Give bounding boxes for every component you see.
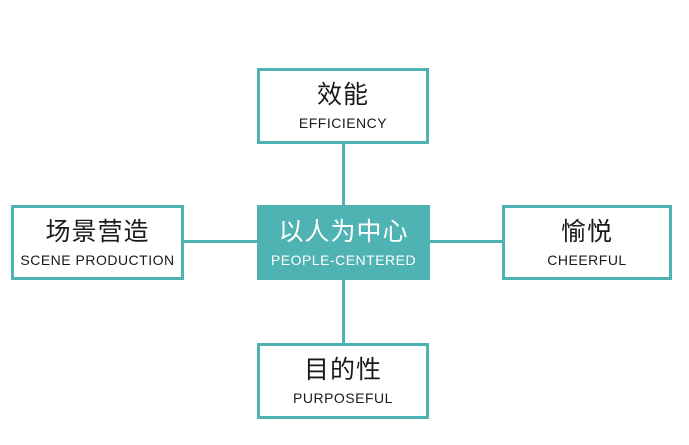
- node-purposeful: 目的性 PURPOSEFUL: [257, 343, 429, 419]
- node-purposeful-subtitle: PURPOSEFUL: [293, 390, 393, 406]
- node-cheerful-subtitle: CHEERFUL: [547, 251, 627, 268]
- node-purposeful-title: 目的性: [303, 355, 382, 384]
- node-cheerful-title: 愉悦: [560, 216, 613, 246]
- node-scene-production-title: 场景营造: [45, 216, 150, 246]
- node-people-centered-subtitle: PEOPLE-CENTERED: [270, 251, 417, 268]
- node-efficiency-subtitle: EFFICIENCY: [298, 115, 388, 131]
- node-efficiency-title: 效能: [316, 80, 369, 109]
- node-efficiency: 效能 EFFICIENCY: [257, 68, 429, 144]
- node-cheerful: 愉悦 CHEERFUL: [502, 205, 672, 280]
- node-scene-production-subtitle: SCENE PRODUCTION: [20, 251, 175, 268]
- node-people-centered-title: 以人为中心: [278, 216, 409, 246]
- node-scene-production: 场景营造 SCENE PRODUCTION: [11, 205, 184, 280]
- connector-right: [430, 240, 503, 243]
- connector-left: [182, 240, 258, 243]
- node-people-centered: 以人为中心 PEOPLE-CENTERED: [257, 205, 430, 280]
- connector-top: [342, 143, 345, 205]
- connector-bottom: [342, 280, 345, 344]
